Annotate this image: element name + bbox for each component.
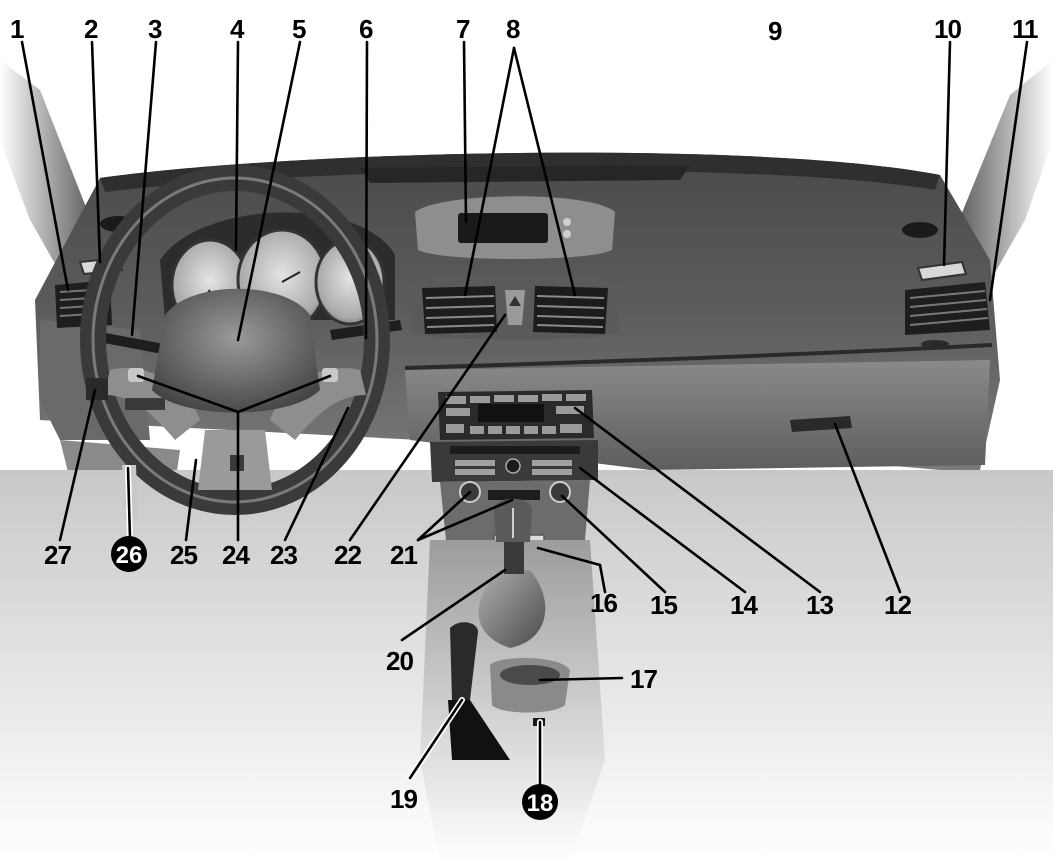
leader-1 (20, 40, 70, 292)
lighting-stalk (88, 330, 170, 355)
right-dash-speaker (902, 222, 938, 238)
leader-8b (512, 46, 577, 297)
callout-24: 24 (222, 540, 250, 570)
left-lower-switches (125, 398, 165, 410)
right-side-demister (916, 260, 968, 282)
callout-9: 9 (768, 16, 782, 46)
callout-8: 8 (506, 14, 520, 44)
leader-22 (348, 313, 507, 542)
callout-21: 21 (390, 540, 417, 570)
leader-21a (416, 490, 472, 542)
leader-15 (560, 494, 667, 594)
callout-25: 25 (170, 540, 197, 570)
callout-20: 20 (386, 646, 413, 676)
callout-3: 3 (148, 14, 162, 44)
callout-26: 26 (116, 542, 143, 569)
leader-11 (988, 40, 1029, 302)
right-side-air-vent (905, 282, 990, 348)
central-display-housing (415, 196, 615, 259)
callout-12: 12 (884, 590, 911, 620)
leader-20 (400, 568, 507, 642)
leader-4 (234, 40, 240, 252)
callout-6: 6 (359, 14, 373, 44)
leader-21b (416, 498, 514, 542)
callout-11: 11 (1012, 14, 1038, 44)
leader-7 (462, 40, 468, 224)
climate-control-panel (438, 390, 594, 440)
dash-trim-line (404, 343, 993, 370)
parking-brake-lever (448, 622, 510, 760)
callout-26-badge (111, 536, 147, 572)
callout-22: 22 (334, 540, 361, 570)
callout-1: 1 (10, 14, 24, 44)
callout-10: 10 (934, 14, 961, 44)
callout-4: 4 (230, 14, 245, 44)
central-air-vents (410, 275, 620, 340)
leader-25 (184, 458, 198, 542)
dashboard-illustration (0, 60, 1053, 862)
callout-7: 7 (456, 14, 470, 44)
callout-23: 23 (270, 540, 297, 570)
callout-16: 16 (590, 588, 617, 618)
leader-27 (58, 388, 97, 542)
callout-13: 13 (806, 590, 833, 620)
callout-18-badge (522, 784, 558, 820)
callout-15: 15 (650, 590, 677, 620)
leader-13 (573, 406, 822, 594)
gear-lever (478, 498, 546, 648)
leader-24c (236, 374, 332, 414)
leader-16 (598, 563, 607, 594)
leader-23 (283, 406, 350, 542)
audio-system-panel (430, 440, 598, 482)
callout-labels: 1 2 3 4 5 6 7 8 9 10 11 12 13 14 15 16 1… (10, 14, 1039, 820)
cup-holder (490, 658, 570, 713)
left-switch-panel (86, 378, 108, 400)
callout-27: 27 (44, 540, 71, 570)
defrost-vent (360, 165, 690, 183)
leader-16b (536, 546, 602, 567)
leader-3 (130, 40, 158, 337)
leader-10 (942, 40, 952, 267)
callout-18: 18 (527, 790, 554, 817)
callout-5: 5 (292, 14, 306, 44)
leader-26 (126, 466, 132, 540)
callout-2: 2 (84, 14, 98, 44)
leader-lines (20, 40, 1029, 791)
callout-19: 19 (390, 784, 417, 814)
right-a-pillar (955, 60, 1053, 290)
leader-2 (90, 40, 102, 264)
leader-14 (578, 466, 747, 594)
leader-5 (236, 40, 302, 342)
callout-17: 17 (630, 664, 657, 694)
leader-12 (833, 422, 902, 594)
leader-6 (364, 40, 369, 340)
leader-24b (136, 374, 240, 414)
leader-8a (463, 46, 516, 297)
leader-19 (408, 698, 464, 780)
leader-17 (538, 676, 624, 682)
callout-14: 14 (730, 590, 758, 620)
dash-top-strip (100, 152, 940, 192)
